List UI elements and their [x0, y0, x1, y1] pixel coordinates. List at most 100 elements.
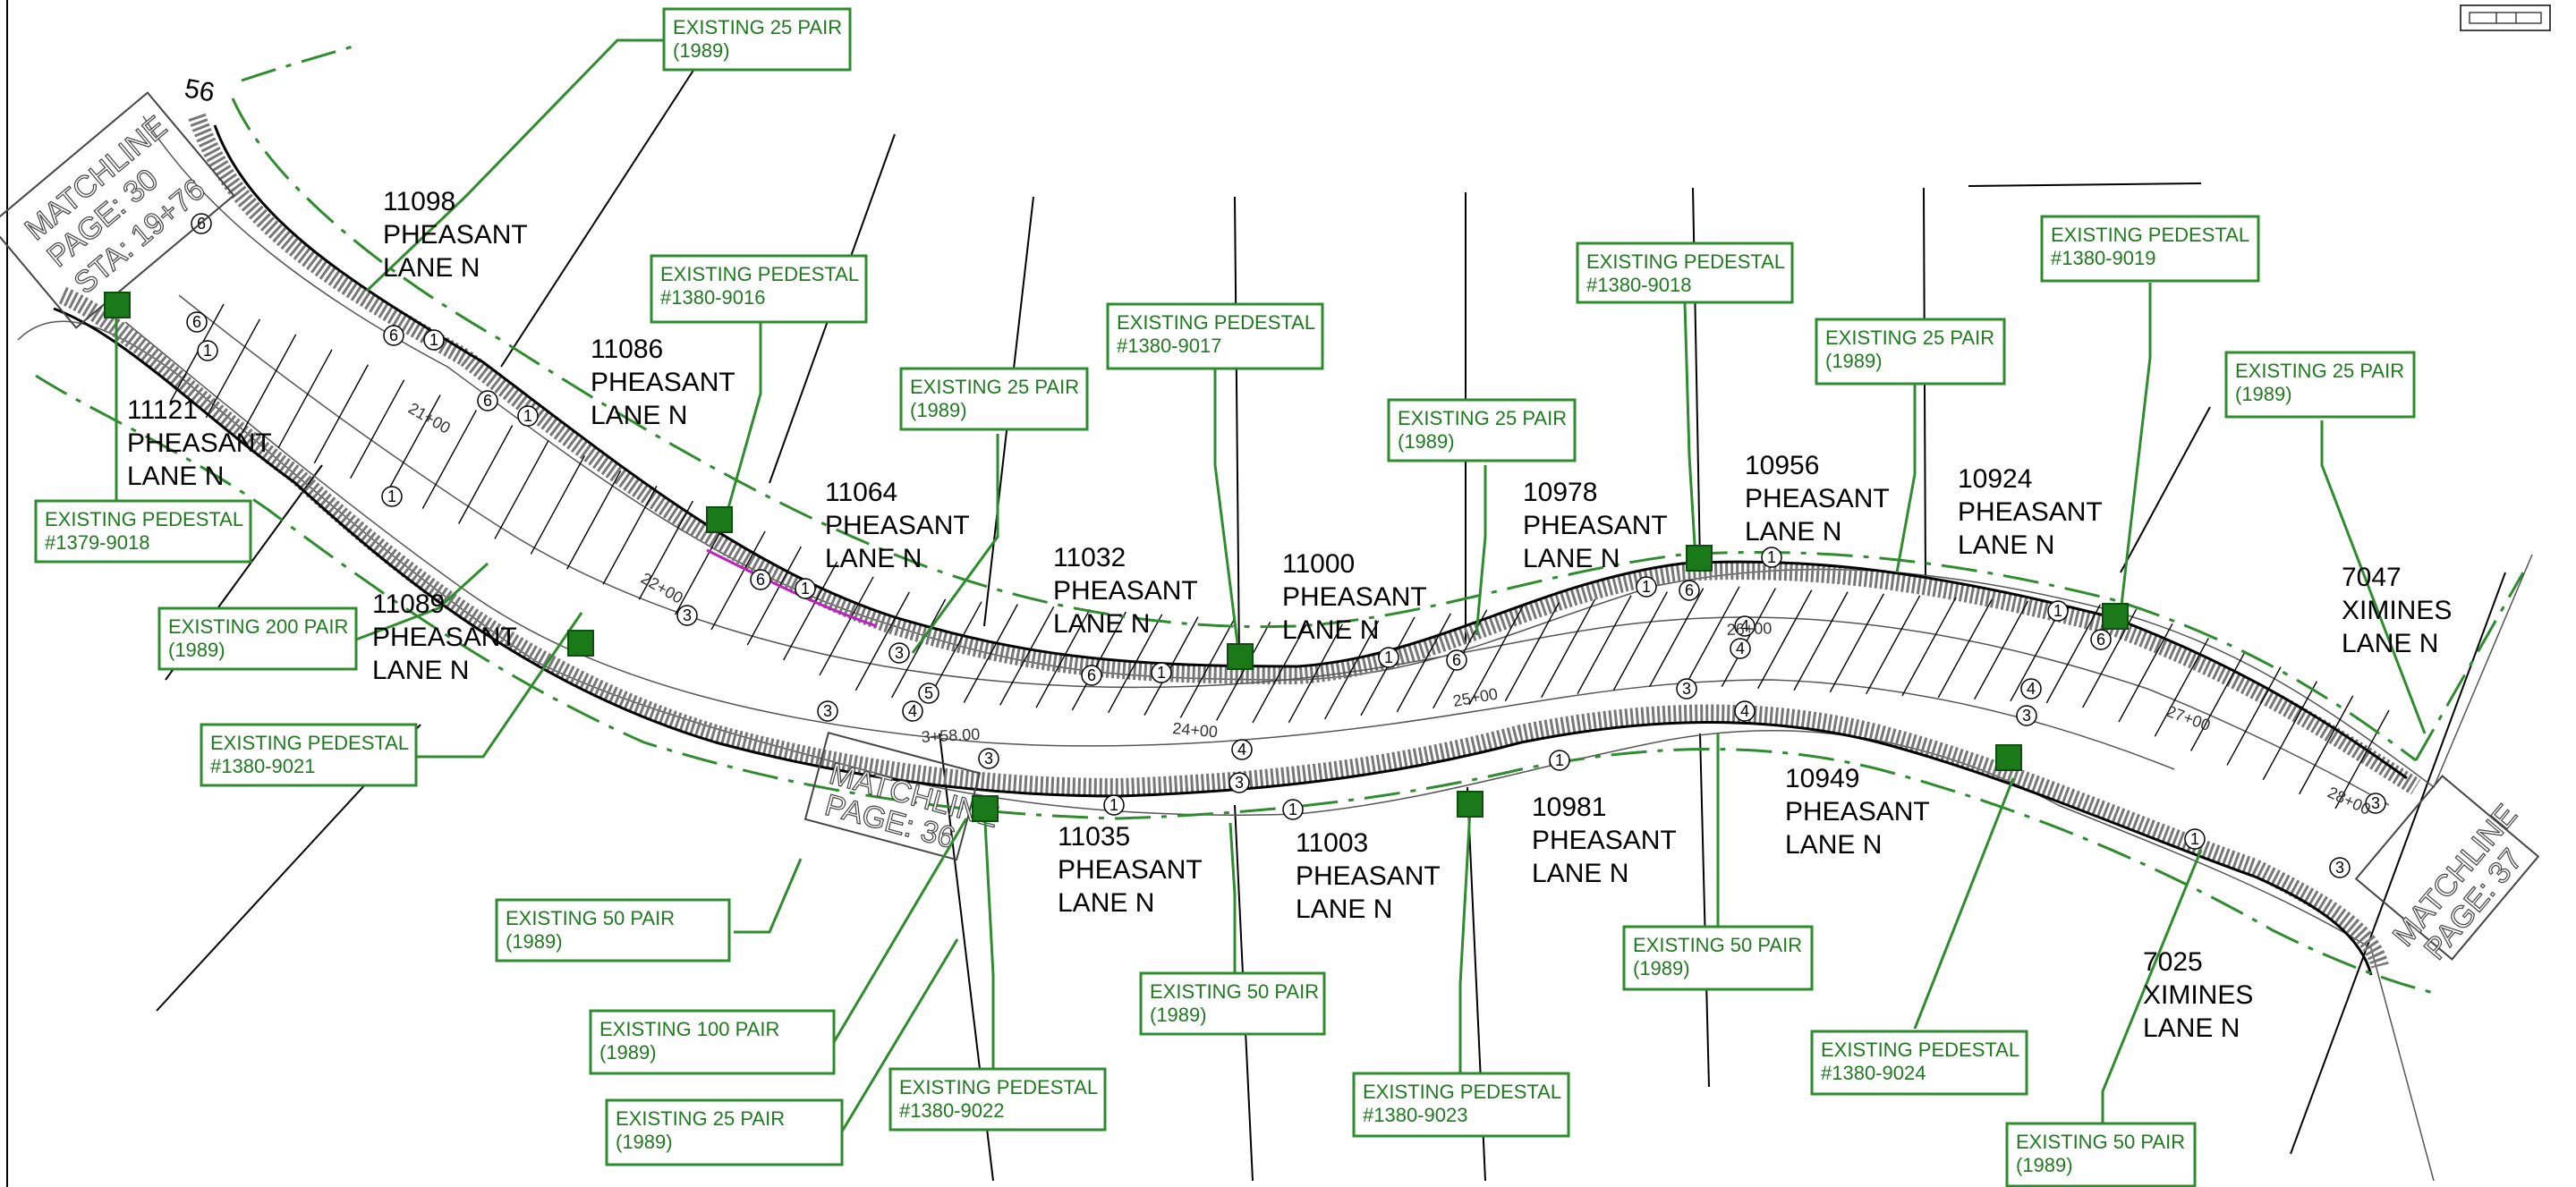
address-street: PHEASANT — [1058, 855, 1203, 885]
callout-box[interactable]: EXISTING PEDESTAL#1380-9024 — [1810, 1030, 2028, 1096]
callout-box[interactable]: EXISTING 25 PAIR(1989) — [605, 1098, 844, 1166]
address-street: PHEASANT — [127, 428, 272, 458]
callout-box[interactable]: EXISTING PEDESTAL#1380-9019 — [2040, 215, 2260, 283]
detail-marker: 3 — [2365, 793, 2386, 814]
detail-marker: 1 — [1761, 547, 1782, 568]
callout-box[interactable]: EXISTING PEDESTAL#1380-9017 — [1106, 302, 1324, 370]
callout-title: EXISTING PEDESTAL — [45, 508, 243, 530]
address-suffix: LANE N — [1785, 830, 1882, 860]
detail-marker: 1 — [1378, 647, 1399, 668]
svg-text:6: 6 — [1685, 581, 1694, 599]
pedestal-marker[interactable] — [104, 292, 131, 318]
callout-box[interactable]: EXISTING PEDESTAL#1380-9022 — [888, 1067, 1107, 1132]
detail-marker: 1 — [1282, 799, 1304, 820]
svg-text:6: 6 — [2096, 631, 2105, 649]
callout-title: EXISTING 25 PAIR — [673, 16, 842, 38]
detail-marker: 1 — [1549, 750, 1570, 771]
svg-text:1: 1 — [1109, 796, 1118, 814]
callout-box[interactable]: EXISTING 50 PAIR(1989) — [1139, 971, 1326, 1036]
detail-marker: 3 — [676, 605, 698, 626]
callout-box[interactable]: EXISTING 25 PAIR(1989) — [1387, 398, 1577, 462]
callout-title: EXISTING PEDESTAL — [1821, 1039, 2019, 1061]
pedestal-marker[interactable] — [972, 795, 999, 822]
callout-boxes: EXISTING 25 PAIR(1989)EXISTING PEDESTAL#… — [34, 7, 2416, 1187]
svg-text:4: 4 — [1740, 702, 1749, 720]
detail-marker: 6 — [1679, 580, 1700, 601]
callout-title: EXISTING 25 PAIR — [616, 1107, 785, 1130]
callout-box[interactable]: EXISTING PEDESTAL#1380-9018 — [1576, 242, 1794, 304]
svg-text:3: 3 — [1682, 680, 1691, 698]
callout-box[interactable]: EXISTING 50 PAIR(1989) — [495, 898, 731, 962]
svg-text:1: 1 — [523, 407, 532, 425]
detail-marker: 4 — [1730, 638, 1751, 659]
station-label: 27+00 — [2164, 702, 2213, 734]
callout-box[interactable]: EXISTING PEDESTAL#1379-9018 — [34, 499, 252, 564]
pedestal-marker[interactable] — [1995, 744, 2022, 771]
callout-title: EXISTING PEDESTAL — [2051, 224, 2249, 246]
callout-frame — [662, 7, 852, 72]
callout-detail: #1380-9023 — [1363, 1104, 1467, 1126]
callout-box[interactable]: EXISTING PEDESTAL#1380-9023 — [1352, 1072, 1570, 1138]
callout-box[interactable]: EXISTING 25 PAIR(1989) — [899, 367, 1089, 431]
callout-title: EXISTING 25 PAIR — [2235, 360, 2404, 382]
address-street: PHEASANT — [383, 220, 528, 250]
pedestal-marker[interactable] — [1686, 545, 1713, 572]
address-number: 7025 — [2143, 947, 2203, 977]
callout-detail: (1989) — [1825, 350, 1883, 372]
callout-frame — [605, 1098, 844, 1166]
callout-box[interactable]: EXISTING 25 PAIR(1989) — [2224, 351, 2416, 419]
callout-box[interactable]: EXISTING 50 PAIR(1989) — [1622, 925, 1814, 991]
svg-text:3: 3 — [2022, 707, 2031, 725]
svg-text:4: 4 — [1237, 741, 1246, 759]
callout-box[interactable]: EXISTING 50 PAIR(1989) — [2005, 1122, 2197, 1187]
callout-title: EXISTING PEDESTAL — [210, 732, 409, 754]
pedestal-marker[interactable] — [1227, 643, 1254, 670]
telecom-lines — [35, 43, 2525, 995]
svg-text:3: 3 — [984, 750, 993, 767]
callout-detail: #1380-9017 — [1117, 335, 1221, 357]
callout-box[interactable]: EXISTING 25 PAIR(1989) — [662, 7, 852, 72]
callout-title: EXISTING 25 PAIR — [910, 376, 1079, 398]
svg-text:6: 6 — [1087, 666, 1096, 684]
callout-box[interactable]: EXISTING PEDESTAL#1380-9021 — [200, 723, 418, 787]
station-label: 25+00 — [1451, 684, 1499, 709]
station-label: 21+00 — [405, 399, 454, 437]
svg-text:3: 3 — [2335, 859, 2344, 877]
callout-title: EXISTING 50 PAIR — [1150, 980, 1319, 1003]
pedestal-marker[interactable] — [2102, 603, 2129, 630]
detail-marker: 4 — [902, 700, 923, 722]
address-number: 10978 — [1523, 478, 1597, 507]
address-number: 11064 — [825, 478, 897, 507]
callout-detail: (1989) — [1398, 430, 1455, 453]
station-label: 3+58.00 — [921, 725, 981, 746]
svg-text:6: 6 — [483, 392, 492, 410]
callout-detail: (1989) — [1150, 1004, 1207, 1026]
svg-text:6: 6 — [389, 326, 398, 344]
callout-box[interactable]: EXISTING 200 PAIR(1989) — [157, 606, 358, 671]
detail-marker: 1 — [2047, 600, 2069, 622]
address-street: PHEASANT — [1296, 861, 1441, 891]
svg-text:3: 3 — [823, 702, 832, 720]
detail-marker: 6 — [477, 390, 498, 411]
callout-box[interactable]: EXISTING PEDESTAL#1380-9016 — [650, 254, 868, 324]
callout-detail: (1989) — [599, 1041, 657, 1064]
callout-box[interactable]: EXISTING 100 PAIR(1989) — [589, 1009, 836, 1075]
pedestal-marker[interactable] — [706, 506, 733, 533]
pedestal-marker[interactable] — [1457, 791, 1484, 818]
pedestal-marker[interactable] — [567, 630, 594, 657]
address-suffix: LANE N — [591, 401, 687, 430]
address-number: 7047 — [2342, 563, 2402, 592]
callout-title: EXISTING PEDESTAL — [1363, 1081, 1561, 1103]
detail-marker: 6 — [383, 325, 404, 346]
detail-marker: 3 — [888, 642, 910, 664]
detail-marker: 4 — [2020, 678, 2042, 699]
callout-box[interactable]: EXISTING 25 PAIR(1989) — [1815, 318, 2006, 386]
